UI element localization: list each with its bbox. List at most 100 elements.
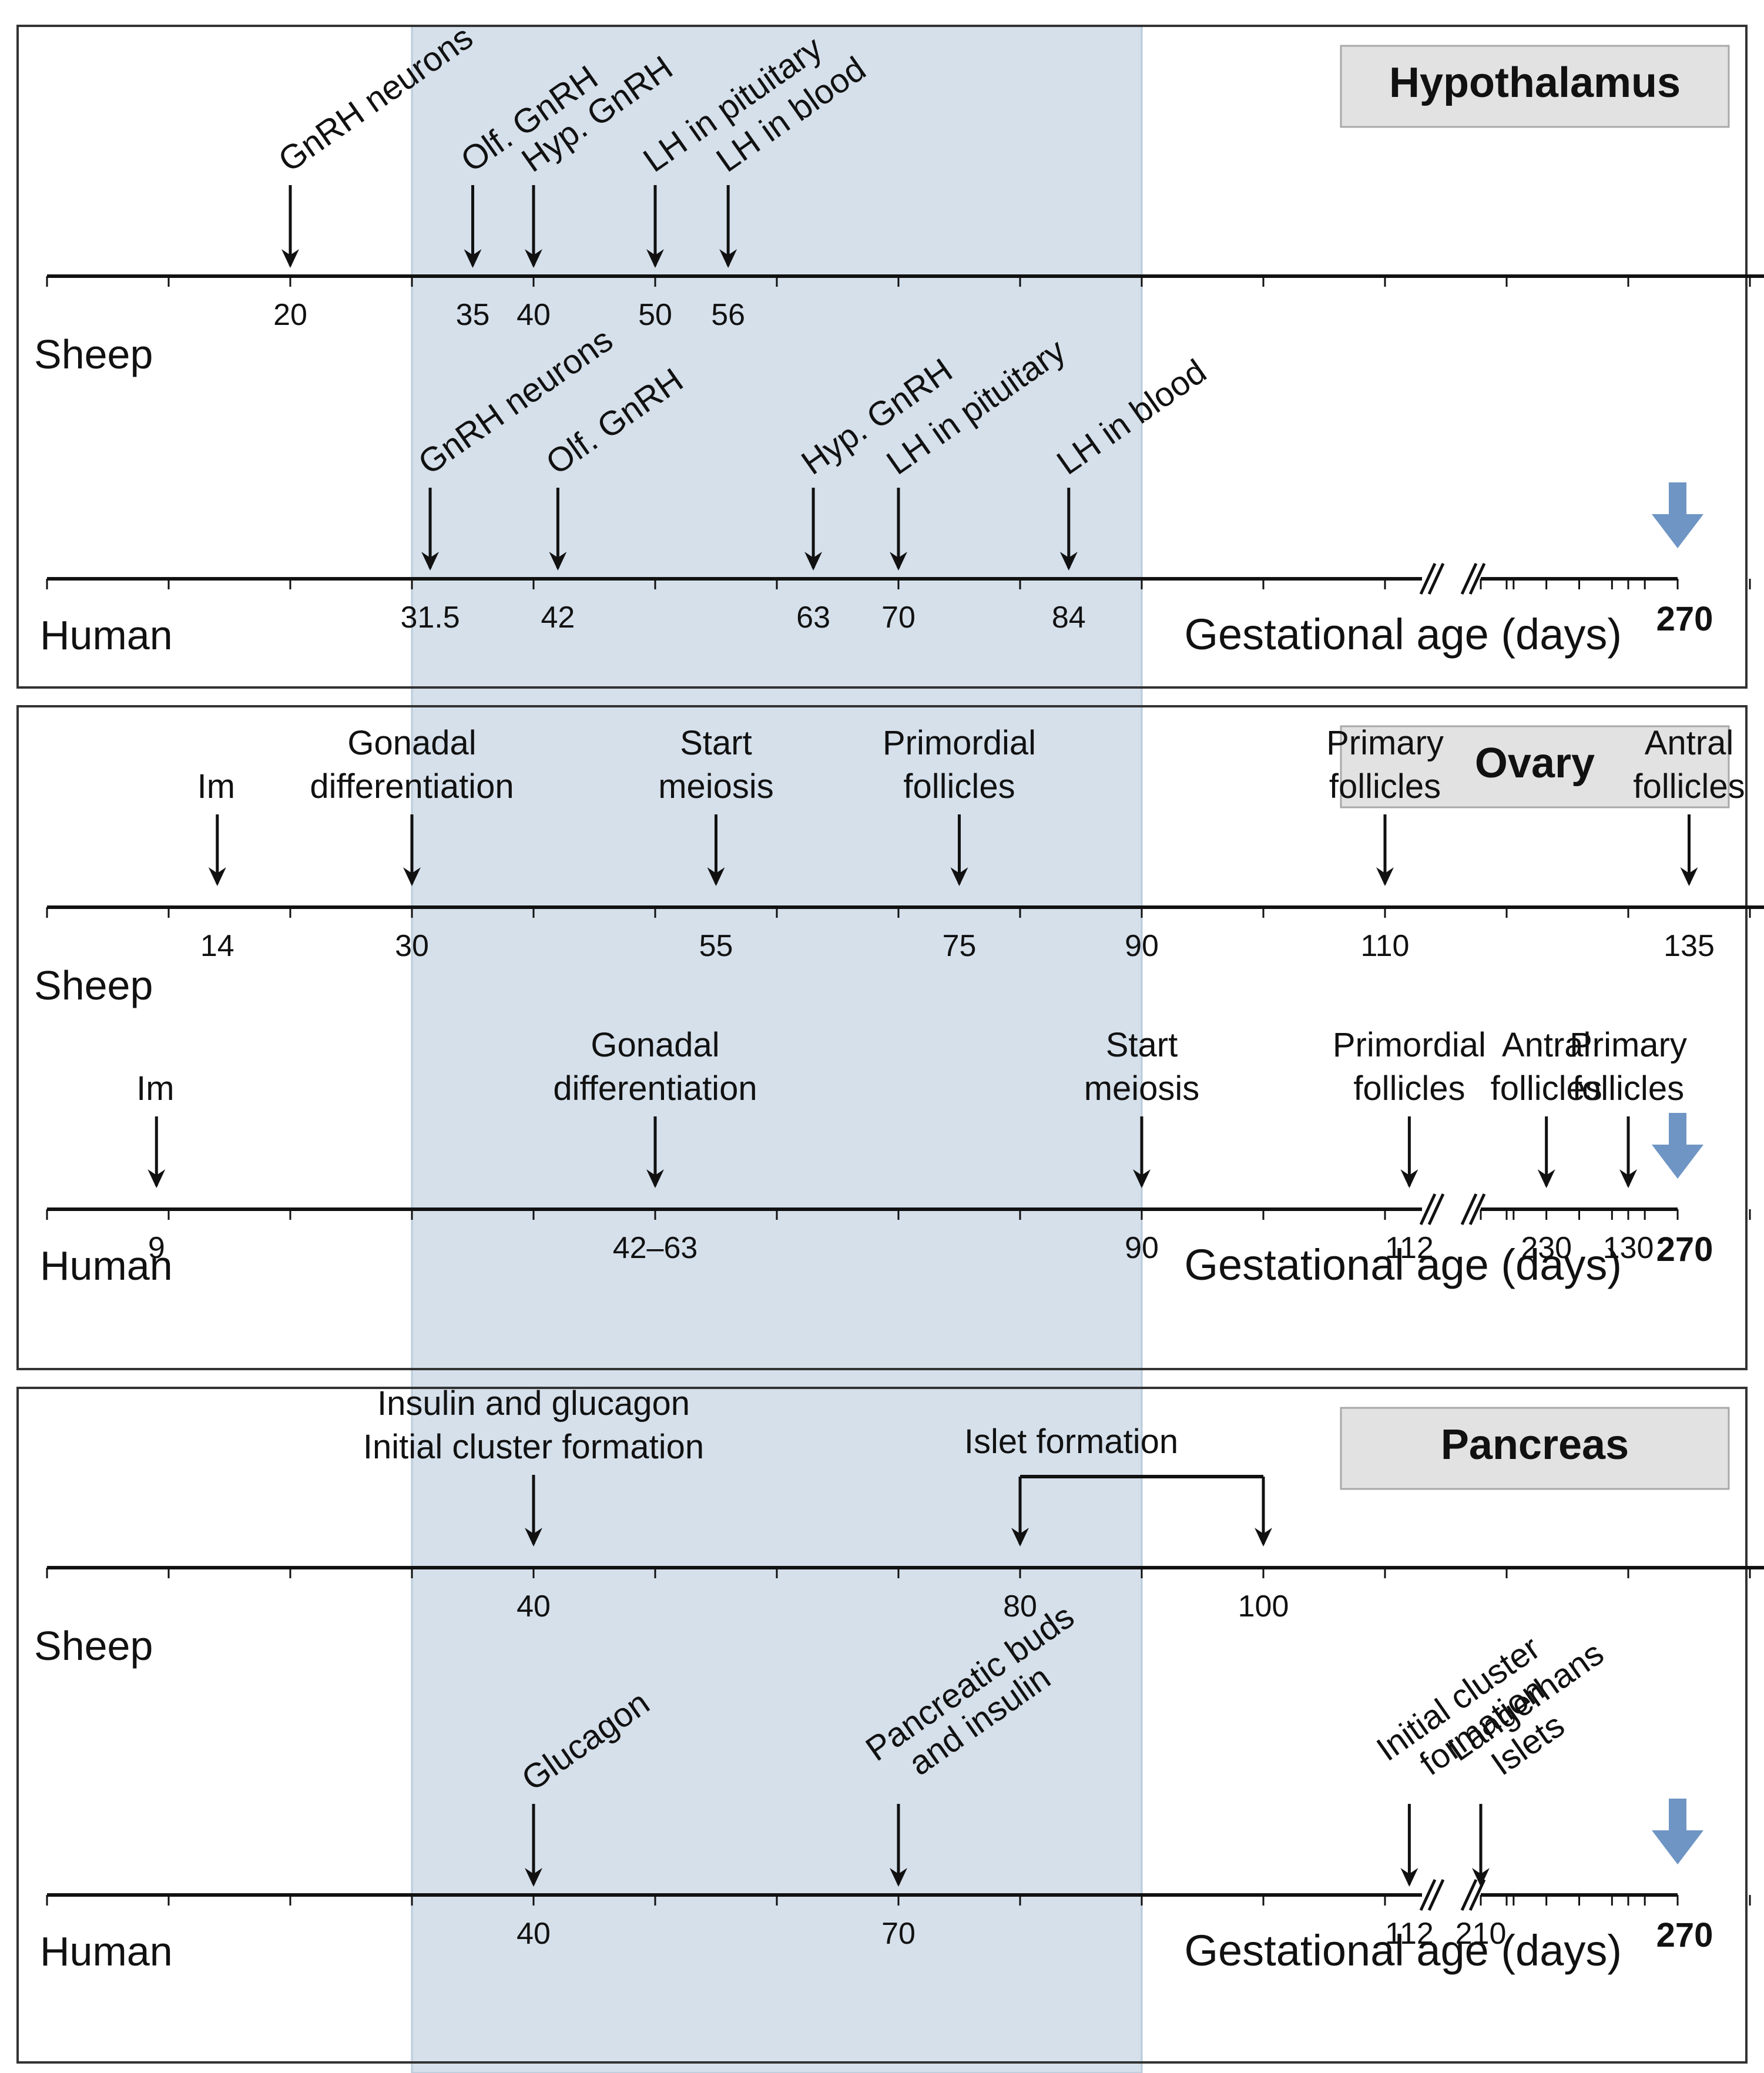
tick-label: 210 bbox=[1456, 1917, 1507, 1951]
event-label: Primordial bbox=[883, 724, 1036, 762]
axis-line bbox=[46, 905, 1764, 918]
event-arrow bbox=[208, 814, 226, 886]
tick-label: 70 bbox=[881, 1917, 915, 1951]
shaded-window-band bbox=[411, 25, 1143, 2073]
event-arrow bbox=[281, 185, 299, 268]
event-label: Primary bbox=[1570, 1026, 1687, 1064]
event-label: Antral bbox=[1502, 1026, 1591, 1064]
event-marker: Primary follicles bbox=[1570, 1026, 1687, 1188]
panel-title-box: Hypothalamus bbox=[1340, 45, 1730, 128]
axis-title: Gestational age (days) bbox=[1184, 1240, 1622, 1289]
species-label: Human bbox=[40, 1928, 173, 1974]
event-label: follicles bbox=[1572, 1069, 1684, 1108]
event-arrow bbox=[646, 1116, 664, 1188]
event-label: Insulin and glucagon bbox=[377, 1384, 690, 1423]
event-marker: Im bbox=[197, 767, 235, 886]
tick-label: 30 bbox=[395, 929, 429, 963]
event-label: Start bbox=[1106, 1026, 1178, 1064]
event-marker: Im bbox=[136, 1069, 175, 1188]
species-label: Sheep bbox=[34, 1623, 153, 1669]
term-arrow bbox=[1652, 1113, 1703, 1179]
axis-line bbox=[46, 562, 1751, 595]
tick-label: 90 bbox=[1125, 929, 1159, 963]
track-sheep: Sheep1504080100Insulin and glucagonIniti… bbox=[34, 1384, 1764, 1669]
event-arrow bbox=[890, 488, 907, 571]
tick-label: 90 bbox=[1125, 1231, 1159, 1265]
tick-label: 84 bbox=[1052, 601, 1086, 635]
term-value: 270 bbox=[1656, 1230, 1713, 1269]
tick-label: 42 bbox=[541, 601, 575, 635]
event-label: follicles bbox=[1633, 767, 1745, 806]
term-arrow bbox=[1652, 1799, 1703, 1864]
event-label: follicles bbox=[1491, 1069, 1602, 1108]
tick-label: 80 bbox=[1003, 1589, 1037, 1623]
axis-line bbox=[46, 1193, 1751, 1226]
panel-title: Hypothalamus bbox=[1389, 59, 1681, 106]
event-arrow bbox=[1537, 1116, 1555, 1188]
bracket-arrow bbox=[1255, 1477, 1272, 1547]
tick-label: 110 bbox=[1361, 929, 1410, 963]
bracket-arrow bbox=[1011, 1477, 1029, 1547]
event-arrow bbox=[1680, 814, 1698, 886]
event-arrow bbox=[421, 488, 440, 571]
event-arrow bbox=[525, 1804, 542, 1887]
tick-label: 63 bbox=[796, 601, 830, 635]
tick-label: 35 bbox=[456, 298, 490, 332]
event-label: follicles bbox=[1353, 1069, 1465, 1108]
event-label: follicles bbox=[903, 767, 1015, 806]
axis-line bbox=[46, 1566, 1764, 1578]
event-marker: Primordial follicles bbox=[883, 724, 1036, 886]
tick-label: 31.5 bbox=[400, 601, 460, 635]
event-label: Im bbox=[197, 767, 235, 806]
tick-label: 100 bbox=[1238, 1589, 1289, 1623]
tick-label: 14 bbox=[200, 929, 234, 963]
event-arrow bbox=[147, 1116, 166, 1188]
event-arrow bbox=[525, 1475, 542, 1547]
event-arrow bbox=[403, 814, 421, 886]
event-arrow bbox=[549, 488, 567, 571]
tick-label: 75 bbox=[943, 929, 977, 963]
panel-frame bbox=[16, 705, 1748, 1370]
tick-label: 9 bbox=[148, 1231, 165, 1265]
islet-formation-bracket: Islet formation bbox=[964, 1423, 1272, 1547]
event-arrow bbox=[1400, 1116, 1418, 1188]
tick-label: 20 bbox=[273, 298, 307, 332]
species-label: Human bbox=[40, 1243, 173, 1289]
event-arrow bbox=[719, 185, 737, 268]
tick-label: 42–63 bbox=[613, 1231, 698, 1265]
event-label: Initial cluster formation bbox=[363, 1428, 704, 1466]
term-value: 270 bbox=[1656, 1916, 1713, 1954]
event-arrow bbox=[1059, 488, 1078, 571]
shaded-window bbox=[411, 25, 1143, 2073]
axis-title: Gestational age (days) bbox=[1184, 610, 1622, 659]
panel-title-box: Ovary bbox=[1340, 725, 1730, 809]
term-arrow bbox=[1652, 482, 1703, 548]
term-value: 270 bbox=[1656, 600, 1713, 638]
event-arrow bbox=[707, 814, 725, 886]
event-label: meiosis bbox=[658, 767, 774, 806]
event-label: differentiation bbox=[310, 767, 514, 806]
tick-label: 230 bbox=[1521, 1231, 1572, 1265]
event-arrow bbox=[804, 488, 823, 571]
panel-ovary: OvarySheep1501430557590110135ImGonadaldi… bbox=[16, 705, 1764, 1370]
panel-frame bbox=[16, 25, 1748, 689]
tick-label: 130 bbox=[1603, 1231, 1654, 1265]
track-sheep: Sheep1501430557590110135ImGonadaldiffere… bbox=[34, 724, 1764, 1008]
event-arrow bbox=[1400, 1804, 1418, 1887]
tick-label: 40 bbox=[517, 298, 551, 332]
event-marker: Antral follicles bbox=[1491, 1026, 1602, 1188]
event-label: Im bbox=[136, 1069, 174, 1108]
panel-title: Pancreas bbox=[1441, 1421, 1629, 1468]
event-arrow bbox=[646, 185, 664, 268]
event-label: Antral bbox=[1645, 724, 1734, 762]
event-arrow bbox=[1619, 1116, 1637, 1188]
event-arrow bbox=[950, 814, 968, 886]
tick-label: 50 bbox=[638, 298, 672, 332]
